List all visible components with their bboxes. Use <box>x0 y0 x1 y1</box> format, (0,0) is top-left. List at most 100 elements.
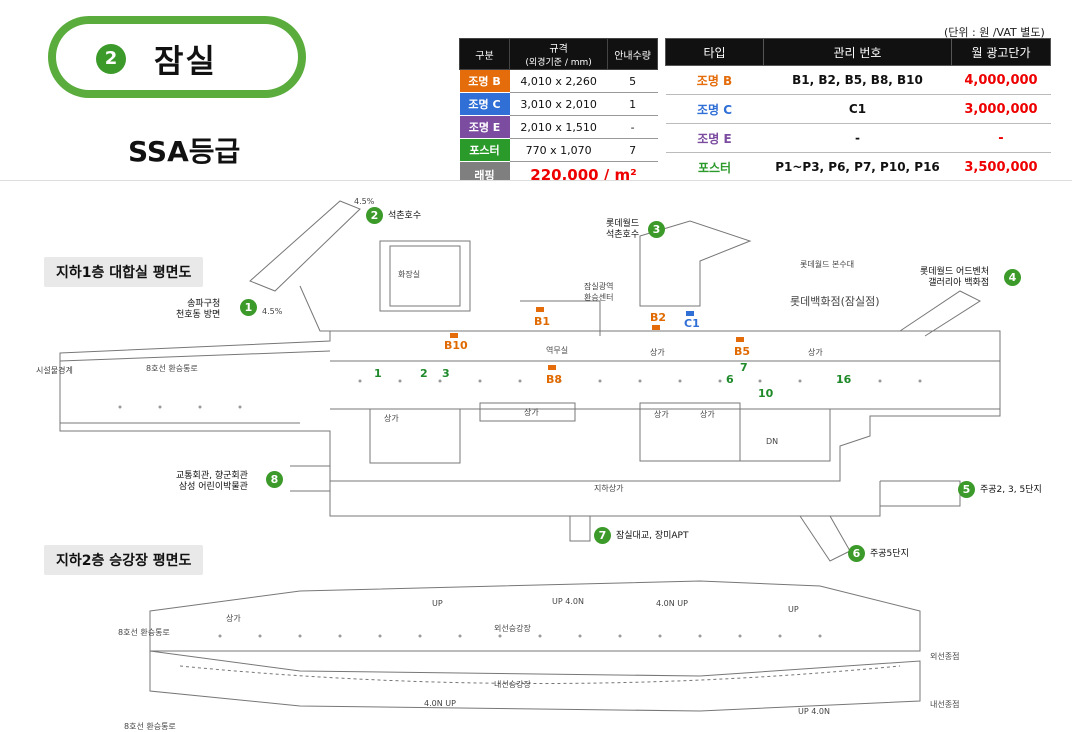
exit-3-marker: 3 <box>648 221 665 238</box>
exit-8-label: 교통회관, 향군회관 삼성 어린이박물관 <box>176 471 248 492</box>
exit-7-label: 잠실대교, 장미APT <box>616 531 689 541</box>
grade-label: SSA등급 <box>128 135 241 168</box>
up-4b-label: 4.0N UP <box>656 599 688 608</box>
spec-size: 2,010 x 1,510 <box>509 115 608 139</box>
exit-2-marker: 2 <box>366 207 383 224</box>
spec-qty: 7 <box>607 138 658 162</box>
spec-qty: 5 <box>607 69 658 93</box>
spec-row: 조명 C 3,010 x 2,010 1 <box>459 92 658 116</box>
price-amount: 4,000,000 <box>951 65 1051 95</box>
ad-b1: B1 <box>534 315 551 328</box>
spec-header-size-line1: 규격 <box>549 44 568 55</box>
spec-row: 조명 E 2,010 x 1,510 - <box>459 115 658 139</box>
exit-6-marker: 6 <box>848 545 865 562</box>
station-name: 잠실 <box>154 42 217 80</box>
spec-header-size-line2: (외경기준 / mm) <box>525 58 592 68</box>
price-amount: - <box>951 123 1051 153</box>
ad-b5: B5 <box>734 345 751 358</box>
spec-label: 조명 C <box>459 92 510 116</box>
spec-row: 조명 B 4,010 x 2,260 5 <box>459 69 658 93</box>
price-ids: P1~P3, P6, P7, P10, P16 <box>763 152 952 182</box>
exit-4-marker: 4 <box>1004 269 1021 286</box>
floor-plan-drawing <box>59 200 1001 712</box>
spec-size: 770 x 1,070 <box>509 138 608 162</box>
ad-p7: 7 <box>740 361 748 374</box>
ad-c1: C1 <box>684 317 700 330</box>
exit-4-label: 롯데월드 어드벤처 갤러리아 백화점 <box>920 267 990 288</box>
ad-b10-mark <box>450 333 458 338</box>
ad-b1-mark <box>536 307 544 312</box>
price-row: 조명 C C1 3,000,000 <box>665 94 1051 124</box>
price-table: 타입 관리 번호 월 광고단가 조명 B B1, B2, B5, B8, B10… <box>665 38 1051 182</box>
spec-row: 포스터 770 x 1,070 7 <box>459 138 658 162</box>
exit-5-marker: 5 <box>958 481 975 498</box>
ad-p3: 3 <box>442 367 450 380</box>
price-amount: 3,500,000 <box>951 152 1051 182</box>
b2-title: 지하2층 승강장 평면도 <box>44 545 204 575</box>
ad-p1: 1 <box>374 367 382 380</box>
shop-label: 상가 <box>654 410 669 419</box>
spec-label: 포스터 <box>459 138 510 162</box>
price-type: 포스터 <box>665 152 764 182</box>
station-pill: 2 잠실 <box>48 16 306 98</box>
shop-label: 상가 <box>808 348 823 357</box>
price-ids: - <box>763 123 952 153</box>
exit-1-label: 송파구청 천호동 방면 <box>176 299 221 320</box>
exit-1-marker: 1 <box>240 299 257 316</box>
inner-platform-label: 내선승강장 <box>494 680 531 689</box>
shop-label: 상가 <box>524 408 539 417</box>
ad-b8: B8 <box>546 373 563 386</box>
shop-label: 상가 <box>384 414 399 423</box>
price-header-ids: 관리 번호 <box>763 38 952 66</box>
up-4d-label: UP 4.0N <box>798 707 830 716</box>
exit-6-label: 주공5단지 <box>870 549 909 559</box>
ad-b8-mark <box>548 365 556 370</box>
spec-header-qty: 안내수량 <box>607 38 658 70</box>
lotte-main-label: 롯데월드 본수대 <box>800 260 855 269</box>
price-header-price: 월 광고단가 <box>951 38 1051 66</box>
up-label: UP <box>432 599 443 608</box>
slope-label: 4.5% <box>354 197 375 206</box>
dn-label: DN <box>766 437 779 446</box>
unit-note: (단위 : 원 /VAT 별도) <box>944 26 1045 39</box>
station-number-badge: 2 <box>96 44 126 74</box>
price-amount: 3,000,000 <box>951 94 1051 124</box>
price-row: 조명 B B1, B2, B5, B8, B10 4,000,000 <box>665 65 1051 95</box>
facility-label: 시설물경계 <box>36 366 73 375</box>
up-4-label: UP 4.0N <box>552 597 584 606</box>
b1-title: 지하1층 대합실 평면도 <box>44 257 204 287</box>
line8-transfer-label: 8호선 환승통로 <box>146 364 198 373</box>
ad-p6: 6 <box>726 373 734 386</box>
exit-3-label: 롯데월드 석촌호수 <box>606 219 640 240</box>
spec-size: 3,010 x 2,010 <box>509 92 608 116</box>
ad-b10: B10 <box>444 339 468 352</box>
underground-mall-label: 지하상가 <box>594 484 624 493</box>
ad-b5-mark <box>736 337 744 342</box>
spec-size: 4,010 x 2,260 <box>509 69 608 93</box>
line8-transfer-label-b2-lower: 8호선 환승통로 <box>124 722 176 731</box>
shop-label: 상가 <box>650 348 665 357</box>
inner-end-label: 내선종점 <box>930 700 960 709</box>
lotte-dept-label: 롯데백화점(잠실점) <box>790 295 880 308</box>
exit-7-marker: 7 <box>594 527 611 544</box>
floor-plan: 지하1층 대합실 평면도 지하2층 승강장 평면도 1 송파구청 천호동 방면 … <box>0 180 1072 731</box>
ad-c1-mark <box>686 311 694 316</box>
spec-label: 조명 E <box>459 115 510 139</box>
ad-b2: B2 <box>650 311 667 324</box>
exit-8-marker: 8 <box>266 471 283 488</box>
exit-5-label: 주공2, 3, 5단지 <box>980 485 1042 495</box>
price-type: 조명 B <box>665 65 764 95</box>
slope-label: 4.5% <box>262 307 283 316</box>
restroom-label: 화장실 <box>398 270 421 279</box>
spec-header-size: 규격 (외경기준 / mm) <box>508 38 609 70</box>
outer-end-label: 외선종점 <box>930 652 960 661</box>
transfer-center-label: 잠실광역 환승센터 <box>584 282 614 302</box>
spec-qty: 1 <box>607 92 658 116</box>
price-header-type: 타입 <box>665 38 764 66</box>
header: 2 잠실 SSA등급 (단위 : 원 /VAT 별도) 구분 규격 (외경기준 … <box>0 0 1072 189</box>
line8-transfer-label-b2: 8호선 환승통로 <box>118 628 170 637</box>
outer-platform-label: 외선승강장 <box>494 624 531 633</box>
shop-label: 상가 <box>226 614 241 623</box>
price-ids: C1 <box>763 94 952 124</box>
ad-b2-mark <box>652 325 660 330</box>
